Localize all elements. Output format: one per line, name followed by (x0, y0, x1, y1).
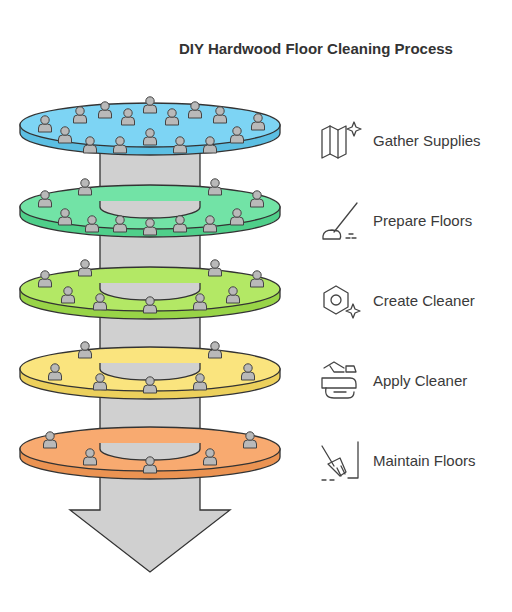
floor-disc (20, 342, 280, 399)
step-icons (322, 122, 361, 480)
person-icon (62, 287, 75, 303)
person-icon (174, 216, 187, 232)
mop-icon (323, 203, 357, 239)
person-icon (242, 364, 255, 380)
person-icon (251, 191, 264, 207)
person-icon (49, 364, 62, 380)
person-icon (144, 297, 157, 313)
person-icon (251, 271, 264, 287)
step-label: Create Cleaner (373, 292, 475, 310)
person-icon (204, 449, 217, 465)
floor-disc (20, 179, 280, 237)
person-icon (231, 127, 244, 143)
person-icon (86, 216, 99, 232)
person-icon (244, 432, 257, 448)
person-icon (144, 129, 157, 145)
floor-disc (20, 260, 280, 319)
person-icon (194, 374, 207, 390)
step-label: Maintain Floors (373, 452, 476, 470)
person-icon (74, 107, 87, 123)
person-icon (231, 209, 244, 225)
cleaner-icon (324, 286, 360, 318)
spray-hands-icon (322, 362, 356, 398)
person-icon (227, 287, 240, 303)
floor-disc (20, 97, 280, 155)
person-icon (174, 137, 187, 153)
person-icon (204, 216, 217, 232)
person-icon (79, 179, 92, 195)
person-icon (209, 260, 222, 276)
person-icon (79, 342, 92, 358)
person-icon (209, 342, 222, 358)
person-icon (144, 97, 157, 113)
person-icon (114, 137, 127, 153)
map-icon (322, 122, 361, 158)
floor-disc (20, 427, 280, 479)
person-icon (189, 102, 202, 118)
broom-icon (322, 442, 358, 480)
person-icon (59, 209, 72, 225)
person-icon (114, 216, 127, 232)
person-icon (214, 107, 227, 123)
person-icon (122, 109, 135, 125)
person-icon (252, 114, 265, 130)
person-icon (209, 179, 222, 195)
person-icon (94, 374, 107, 390)
person-icon (144, 457, 157, 473)
column-base (100, 201, 200, 218)
person-icon (79, 260, 92, 276)
disc-stack (20, 97, 280, 479)
person-icon (144, 219, 157, 235)
step-label: Gather Supplies (373, 132, 481, 150)
person-icon (99, 102, 112, 118)
person-icon (194, 294, 207, 310)
person-icon (39, 271, 52, 287)
person-icon (59, 127, 72, 143)
person-icon (44, 432, 57, 448)
person-icon (204, 137, 217, 153)
person-icon (84, 137, 97, 153)
diagram-title: DIY Hardwood Floor Cleaning Process (146, 40, 486, 57)
column-outline (100, 201, 200, 218)
person-icon (84, 449, 97, 465)
person-icon (39, 191, 52, 207)
step-label: Prepare Floors (373, 212, 472, 230)
person-icon (39, 116, 52, 132)
person-icon (144, 377, 157, 393)
step-label: Apply Cleaner (373, 372, 467, 390)
person-icon (94, 294, 107, 310)
person-icon (166, 109, 179, 125)
